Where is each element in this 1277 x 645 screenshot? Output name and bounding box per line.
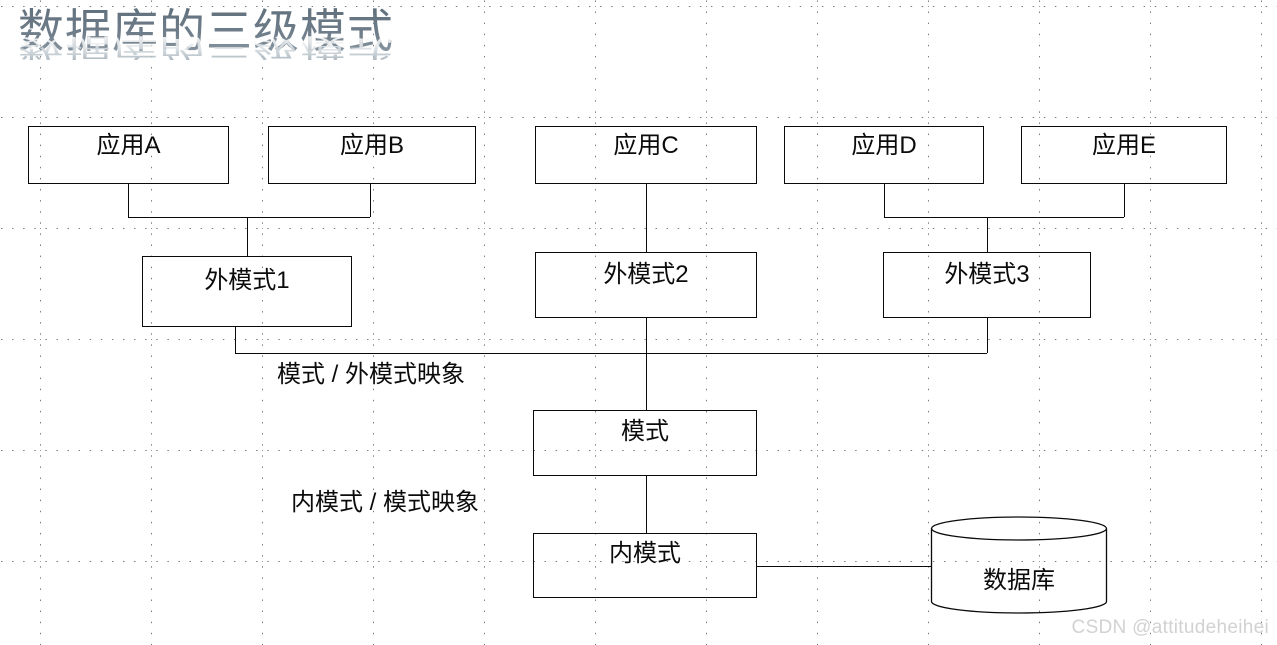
page-title: 数据库的三级模式 数据库的三级模式: [18, 2, 618, 110]
internal-schema-box[interactable]: 内模式: [533, 533, 757, 598]
watermark: CSDN @attitudeheihei: [1071, 617, 1269, 638]
connector-app-c-to-ext2: [646, 184, 647, 252]
app-e-box[interactable]: 应用E: [1021, 126, 1227, 184]
internal-schema-label: 内模式: [609, 540, 681, 567]
app-c-box[interactable]: 应用C: [535, 126, 757, 184]
ext-schema-2-box[interactable]: 外模式2: [535, 252, 757, 318]
connector-de-to-ext3: [987, 217, 988, 252]
connector-internal-to-database: [757, 566, 932, 567]
connector-ext1-down: [235, 327, 236, 353]
connector-app-a-down: [128, 184, 129, 217]
page-title-text: 数据库的三级模式: [18, 2, 618, 60]
page-title-reflection: 数据库的三级模式: [18, 33, 618, 62]
app-b-box[interactable]: 应用B: [268, 126, 476, 184]
app-e-label: 应用E: [1091, 132, 1156, 159]
app-a-box[interactable]: 应用A: [28, 126, 229, 184]
connector-de-join-bar: [884, 217, 1124, 218]
ext-schema-1-label: 外模式1: [204, 267, 290, 294]
ext-schema-3-box[interactable]: 外模式3: [883, 252, 1091, 318]
schema-external-mapping-label: 模式 / 外模式映象: [277, 361, 466, 388]
database-cylinder[interactable]: 数据库: [930, 516, 1108, 614]
app-d-box[interactable]: 应用D: [784, 126, 984, 184]
schema-label: 模式: [621, 418, 669, 445]
connector-ext3-down: [987, 318, 988, 353]
connector-app-b-down: [370, 184, 371, 217]
database-label: 数据库: [983, 567, 1055, 594]
app-b-label: 应用B: [339, 132, 404, 159]
database-cylinder-shape: [930, 516, 1108, 614]
connector-ext2-down: [646, 318, 647, 410]
ext-schema-1-box[interactable]: 外模式1: [142, 256, 352, 327]
ext-schema-2-label: 外模式2: [603, 261, 689, 288]
connector-ab-to-ext1: [247, 217, 248, 256]
app-c-label: 应用C: [613, 132, 679, 159]
connector-app-e-down: [1124, 184, 1125, 217]
app-d-label: 应用D: [851, 132, 917, 159]
connector-schema-to-internal: [646, 476, 647, 533]
connector-external-bus: [235, 353, 987, 354]
connector-ab-join-bar: [128, 217, 370, 218]
app-a-label: 应用A: [96, 132, 161, 159]
connector-app-d-down: [884, 184, 885, 217]
internal-schema-mapping-label: 内模式 / 模式映象: [291, 489, 480, 516]
schema-box[interactable]: 模式: [533, 410, 757, 476]
ext-schema-3-label: 外模式3: [944, 261, 1030, 288]
